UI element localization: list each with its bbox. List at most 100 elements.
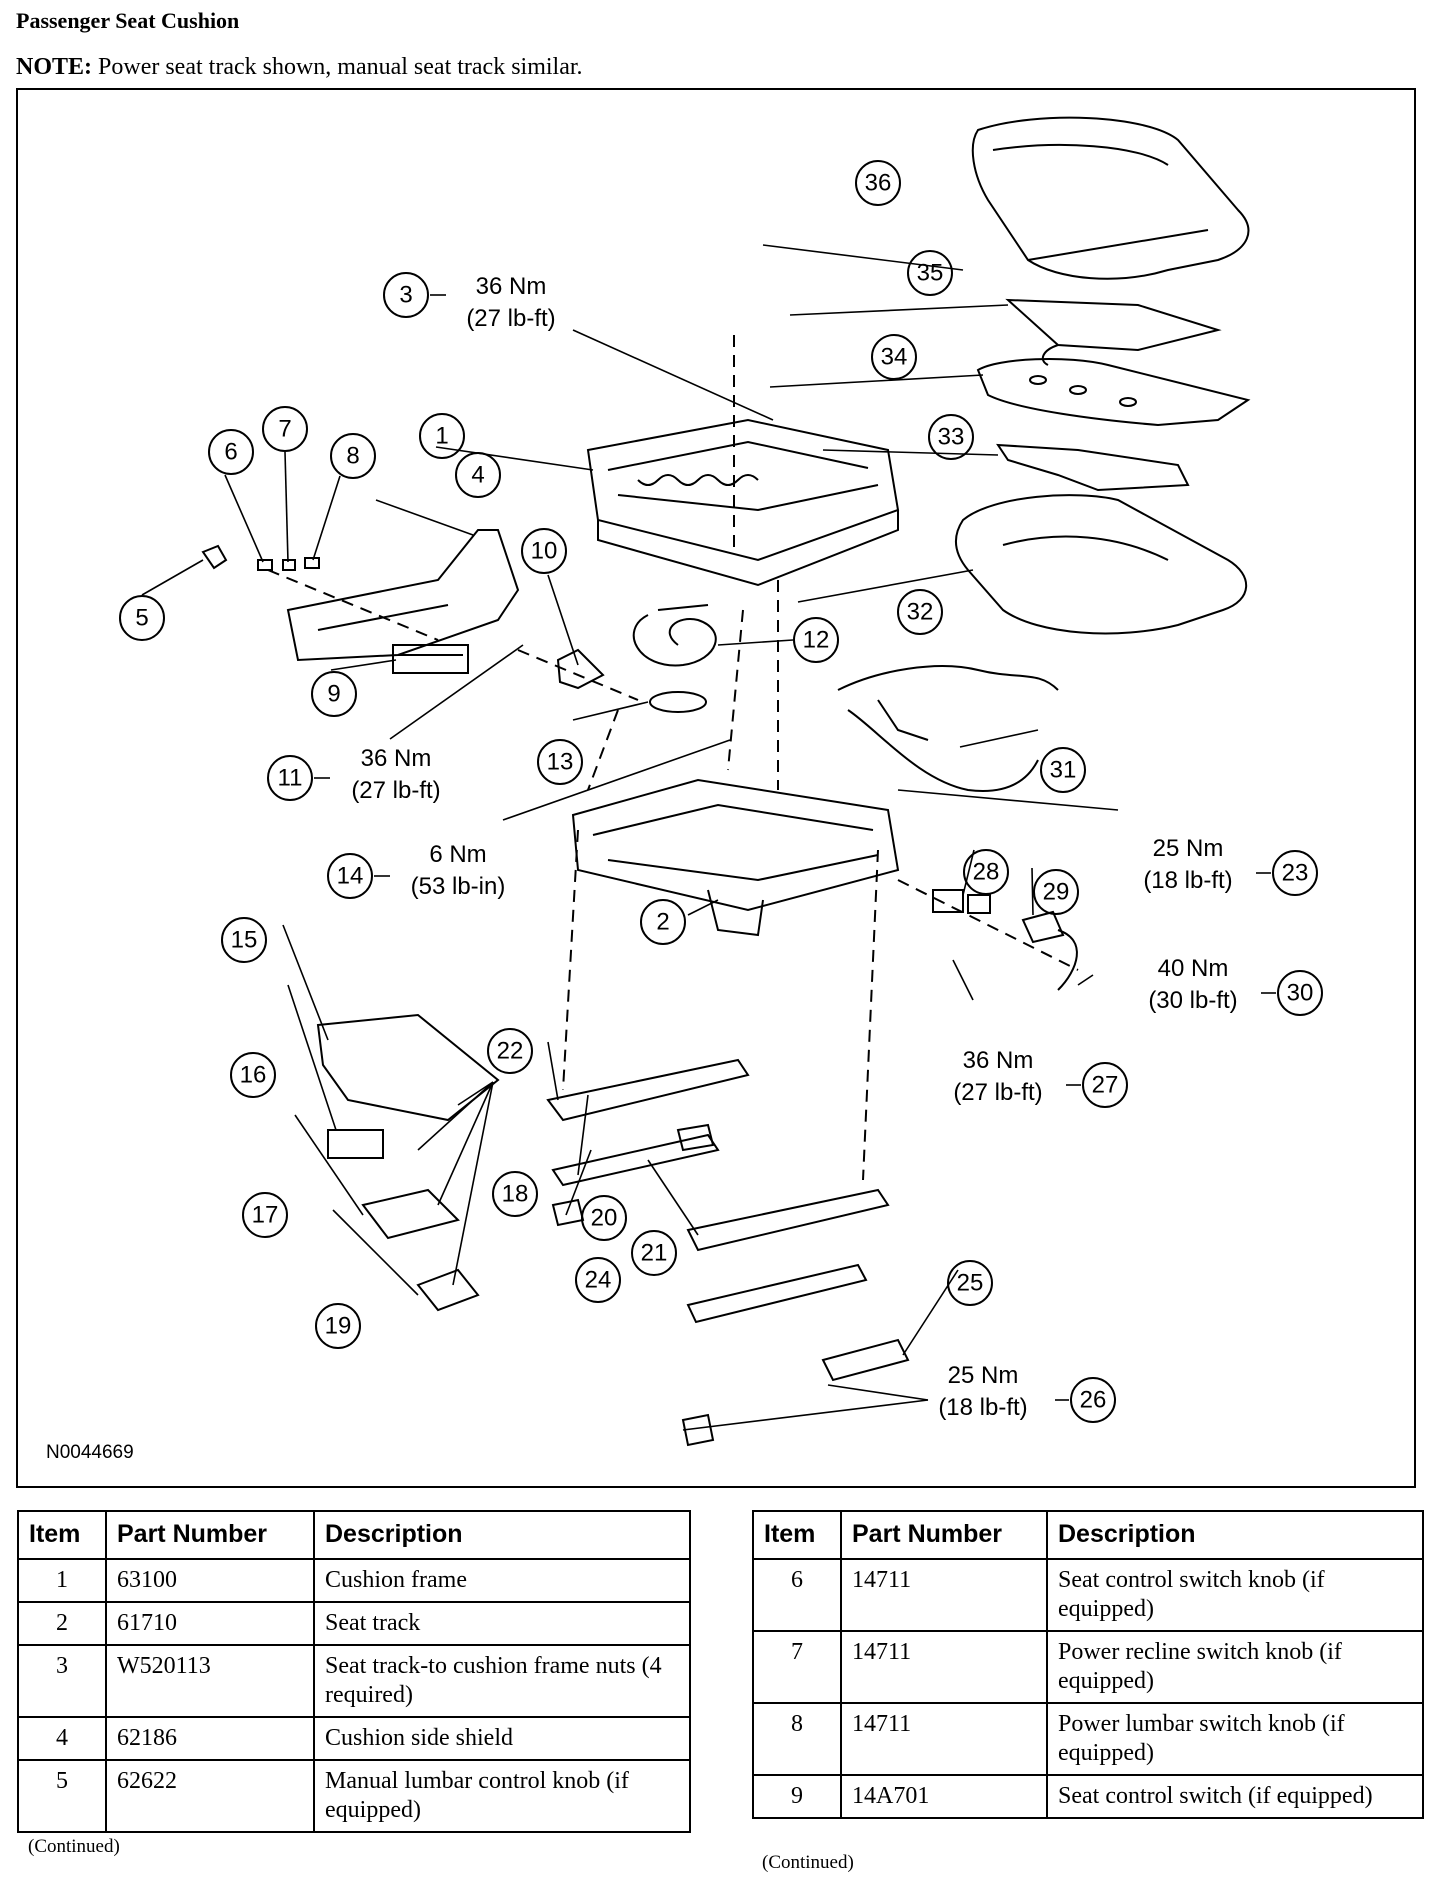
torque-26-lbft: (18 lb-ft)	[938, 1394, 1027, 1421]
callout-19: 19	[325, 1313, 352, 1340]
part-ring	[649, 691, 707, 713]
note-text: Power seat track shown, manual seat trac…	[98, 54, 583, 80]
callout-10: 10	[531, 538, 558, 565]
table-header-row: Item Part Number Description	[752, 1510, 1424, 1560]
torque-11-nm: 36 Nm	[361, 745, 432, 772]
cell-part-number: 62622	[105, 1759, 315, 1833]
part-sensor	[416, 1268, 480, 1312]
cell-description: Seat track-to cushion frame nuts (4 requ…	[313, 1644, 691, 1718]
callout-3: 3	[399, 282, 412, 309]
callout-35: 35	[917, 260, 944, 287]
part-connectors	[932, 889, 1078, 991]
header-description: Description	[313, 1510, 691, 1560]
callout-24: 24	[585, 1267, 612, 1294]
torque-26-nm: 25 Nm	[948, 1362, 1019, 1389]
note-label: NOTE:	[16, 54, 93, 80]
part-module	[361, 1188, 460, 1240]
part-seat-switch	[392, 644, 469, 674]
exploded-diagram: 1 2 3 4 5 6 7 8 9 10 11 12 13 14 15 16 1…	[16, 88, 1416, 1488]
callout-4: 4	[471, 462, 484, 489]
cell-description: Cushion frame	[313, 1558, 691, 1603]
part-module-bracket	[316, 1013, 500, 1122]
cell-part-number: W520113	[105, 1644, 315, 1718]
torque-23-nm: 25 Nm	[1153, 835, 1224, 862]
callout-29: 29	[1043, 879, 1070, 906]
callout-7: 7	[278, 416, 291, 443]
header-part-number: Part Number	[105, 1510, 315, 1560]
callout-18: 18	[502, 1181, 529, 1208]
table-row: 5 62622 Manual lumbar control knob (if e…	[17, 1759, 691, 1833]
part-heater-mat	[1005, 298, 1222, 366]
diagram-drawing: 1 2 3 4 5 6 7 8 9 10 11 12 13 14 15 16 1…	[46, 116, 1323, 1463]
torque-14-nm: 6 Nm	[429, 841, 486, 868]
part-inner-rail	[546, 1058, 750, 1187]
part-cushion-frame	[586, 418, 900, 587]
cell-description: Seat control switch knob (if equipped)	[1046, 1558, 1424, 1632]
cell-description: Power recline switch knob (if equipped)	[1046, 1630, 1424, 1704]
assembly-lines	[267, 335, 1079, 1181]
callout-14: 14	[337, 863, 364, 890]
callout-27: 27	[1092, 1072, 1119, 1099]
part-rear-inner-foot	[681, 1413, 715, 1447]
cell-description: Seat track	[313, 1601, 691, 1646]
callout-dashes	[314, 294, 1276, 1401]
callout-9: 9	[327, 681, 340, 708]
callout-33: 33	[938, 424, 965, 451]
callout-6: 6	[224, 439, 237, 466]
table-header-row: Item Part Number Description	[17, 1510, 691, 1560]
part-switch-knobs	[257, 557, 320, 571]
callout-12: 12	[803, 627, 830, 654]
header-item: Item	[752, 1510, 842, 1560]
torque-23-lbft: (18 lb-ft)	[1143, 867, 1232, 894]
callout-8: 8	[346, 443, 359, 470]
parts-table-right: Item Part Number Description 6 14711 Sea…	[752, 1510, 1424, 1819]
header-description: Description	[1046, 1510, 1424, 1560]
part-lumbar-bracket	[996, 443, 1190, 492]
table-row: 2 61710 Seat track	[17, 1601, 691, 1646]
callout-circles	[119, 160, 1323, 1423]
part-side-shield	[286, 529, 520, 662]
callout-31: 31	[1050, 757, 1077, 784]
callout-30: 30	[1287, 980, 1314, 1007]
callout-22: 22	[497, 1038, 524, 1065]
table-row: 8 14711 Power lumbar switch knob (if equ…	[752, 1702, 1424, 1776]
part-seat-track	[571, 778, 900, 937]
part-outer-rail	[686, 1188, 890, 1324]
callout-17: 17	[252, 1202, 279, 1229]
callout-28: 28	[973, 859, 1000, 886]
cell-item: 3	[17, 1644, 107, 1718]
cell-item: 4	[17, 1716, 107, 1761]
torque-14-lbft: (53 lb-in)	[411, 873, 506, 900]
note: NOTE: Power seat track shown, manual sea…	[16, 54, 583, 81]
callout-26: 26	[1080, 1387, 1107, 1414]
continued-left: (Continued)	[28, 1836, 120, 1857]
part-front-foot	[551, 1198, 585, 1227]
part-pad	[976, 357, 1251, 427]
header-item: Item	[17, 1510, 107, 1560]
callout-numbers: 1 2 3 4 5 6 7 8 9 10 11 12 13 14 15 16 1…	[135, 170, 1313, 1414]
cell-item: 6	[752, 1558, 842, 1632]
torque-30-lbft: (30 lb-ft)	[1148, 987, 1237, 1014]
part-cable-harness	[632, 604, 717, 667]
header-part-number: Part Number	[840, 1510, 1048, 1560]
cell-part-number: 62186	[105, 1716, 315, 1761]
parts-table-left: Item Part Number Description 1 63100 Cus…	[17, 1510, 691, 1833]
callout-25: 25	[957, 1270, 984, 1297]
cell-item: 9	[752, 1774, 842, 1819]
cell-item: 2	[17, 1601, 107, 1646]
leader-lines	[141, 244, 1119, 1431]
cell-item: 7	[752, 1630, 842, 1704]
cell-item: 5	[17, 1759, 107, 1833]
torque-30-nm: 40 Nm	[1158, 955, 1229, 982]
torque-3-lbft: (27 lb-ft)	[466, 305, 555, 332]
table-row: 1 63100 Cushion frame	[17, 1558, 691, 1603]
callout-32: 32	[907, 599, 934, 626]
callout-21: 21	[641, 1240, 668, 1267]
figure-id: N0044669	[46, 1442, 134, 1463]
cell-item: 1	[17, 1558, 107, 1603]
cell-part-number: 14711	[840, 1702, 1048, 1776]
torque-27-nm: 36 Nm	[963, 1047, 1034, 1074]
callout-15: 15	[231, 927, 258, 954]
callout-2: 2	[656, 909, 669, 936]
table-row: 3 W520113 Seat track-to cushion frame nu…	[17, 1644, 691, 1718]
